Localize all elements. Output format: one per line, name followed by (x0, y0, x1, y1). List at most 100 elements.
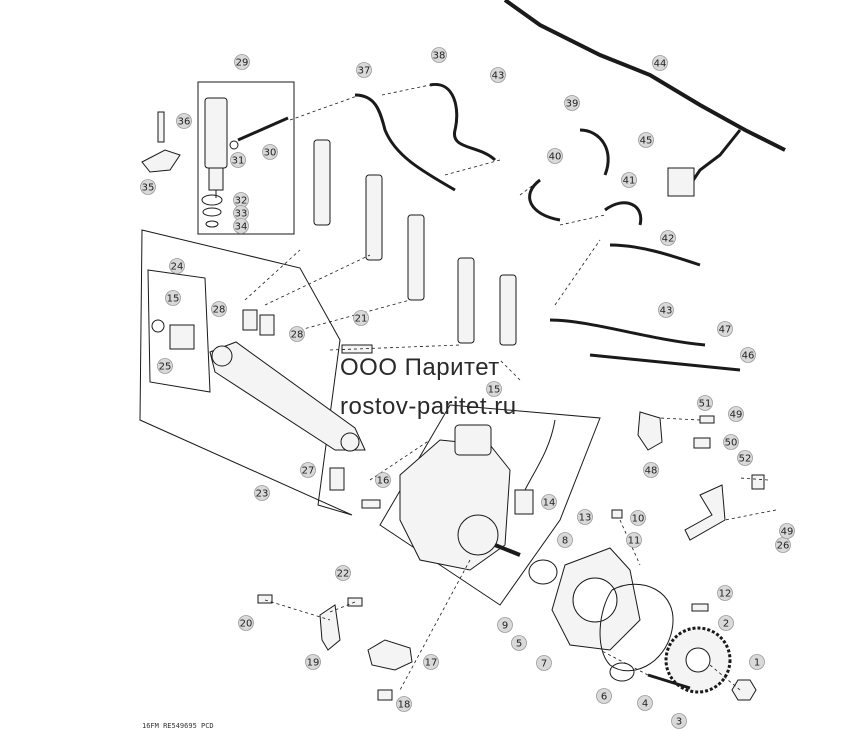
callout-7: 7 (536, 655, 552, 671)
callout-13: 13 (577, 509, 593, 525)
callout-49: 49 (728, 406, 744, 422)
callout-label: 51 (699, 399, 712, 410)
callout-circle (671, 713, 687, 729)
callout-circle (169, 258, 185, 274)
callout-29: 29 (234, 54, 250, 70)
fuel-rail (209, 341, 366, 452)
callout-circle (697, 395, 713, 411)
clamp-bolt-30 (237, 116, 289, 142)
callout-circle (157, 358, 173, 374)
callout-label: 49 (730, 410, 743, 421)
callout-circle (233, 218, 249, 234)
callout-circle (779, 523, 795, 539)
seal-6b (609, 662, 635, 682)
callout-circle (140, 179, 156, 195)
gasket-6 (599, 583, 674, 672)
callout-circle (431, 47, 447, 63)
pump-frame (379, 404, 601, 606)
callout-circle (658, 302, 674, 318)
callout-28: 28 (289, 326, 305, 342)
callout-label: 35 (142, 183, 155, 194)
pressure-relief-25 (169, 324, 195, 350)
drawing-code: 16FM RE549695 PCD (142, 722, 214, 730)
callout-label: 10 (632, 514, 645, 525)
callout-label: 5 (516, 639, 522, 650)
callout-label: 34 (235, 222, 248, 233)
callout-circle (717, 585, 733, 601)
connector-45 (667, 167, 695, 197)
callout-23: 23 (254, 485, 270, 501)
bracket-17 (367, 639, 413, 671)
callout-24: 24 (169, 258, 185, 274)
callout-label: 52 (739, 454, 752, 465)
callout-45: 45 (638, 132, 654, 148)
callout-label: 29 (236, 58, 249, 69)
callout-label: 20 (240, 619, 253, 630)
callout-circle (211, 301, 227, 317)
callout-circle (652, 55, 668, 71)
fuel-line-46 (589, 353, 741, 372)
callout-34: 34 (233, 218, 249, 234)
callout-circle (497, 617, 513, 633)
callout-label: 22 (337, 569, 350, 580)
callout-label: 16 (377, 476, 390, 487)
callout-51: 51 (697, 395, 713, 411)
callout-label: 43 (492, 71, 505, 82)
callout-28: 28 (211, 301, 227, 317)
callout-label: 42 (662, 234, 675, 245)
diagram-artwork (139, 0, 786, 701)
callout-circle (375, 472, 391, 488)
callout-circle (541, 494, 557, 510)
callout-52: 52 (737, 450, 753, 466)
spacer-50 (693, 437, 711, 449)
callout-circle (630, 510, 646, 526)
callout-3: 3 (671, 713, 687, 729)
bolt-49 (699, 415, 715, 424)
callout-label: 33 (235, 209, 248, 220)
callout-label: 13 (579, 513, 592, 524)
callout-6: 6 (596, 688, 612, 704)
harness-branch (688, 129, 742, 186)
callout-2: 2 (718, 615, 734, 631)
callout-label: 19 (307, 658, 320, 669)
callout-17: 17 (423, 654, 439, 670)
callout-circle (749, 654, 765, 670)
injector-row (313, 139, 517, 346)
callout-47: 47 (717, 321, 733, 337)
callout-9: 9 (497, 617, 513, 633)
callout-25: 25 (157, 358, 173, 374)
callout-43: 43 (490, 67, 506, 83)
callout-22: 22 (335, 565, 351, 581)
callout-21: 21 (353, 310, 369, 326)
callout-circle (637, 695, 653, 711)
callout-10: 10 (630, 510, 646, 526)
callout-label: 37 (358, 66, 371, 77)
callout-18: 18 (396, 696, 412, 712)
callout-40: 40 (547, 148, 563, 164)
callout-1: 1 (749, 654, 765, 670)
callout-37: 37 (356, 62, 372, 78)
callout-circle (396, 696, 412, 712)
nut-1 (731, 679, 757, 701)
callout-5: 5 (511, 635, 527, 651)
callout-circle (718, 615, 734, 631)
callout-label: 27 (302, 466, 315, 477)
callout-42: 42 (660, 230, 676, 246)
washer-32 (201, 194, 223, 206)
callout-circle (547, 148, 563, 164)
bolt-20 (257, 594, 273, 604)
callout-46: 46 (740, 347, 756, 363)
bolt-36 (157, 111, 165, 143)
callout-label: 41 (623, 176, 636, 187)
callout-label: 25 (159, 362, 172, 373)
plug-28b (259, 314, 275, 336)
fuel-rail-frame (139, 229, 353, 516)
callout-circle (626, 532, 642, 548)
callout-label: 45 (640, 136, 653, 147)
callout-label: 4 (642, 699, 648, 710)
callout-41: 41 (621, 172, 637, 188)
callout-label: 21 (355, 314, 368, 325)
callout-circle (660, 230, 676, 246)
seal-34 (205, 220, 219, 228)
callout-12: 12 (717, 585, 733, 601)
